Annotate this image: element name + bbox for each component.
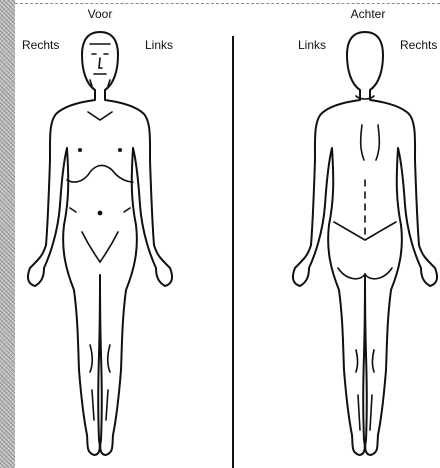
back-shoulder-blades [361,125,380,160]
front-nipple-left [118,148,122,152]
back-body-outline [293,32,437,455]
front-body-outline [28,32,172,455]
back-figure [293,32,437,455]
front-groin-line [82,232,118,262]
front-collarbone [88,112,112,120]
back-neck-line [356,96,374,99]
front-label-rechts: Rechts [22,38,59,52]
front-title: Voor [88,7,113,21]
back-label-rechts: Rechts [400,38,437,52]
front-figure [28,32,172,455]
back-label-links: Links [298,38,326,52]
front-navel [98,211,103,216]
front-nose [99,58,102,68]
front-shins [92,390,108,420]
front-ribcage-line [67,165,133,182]
back-calves [358,395,372,430]
back-title: Achter [351,7,386,21]
front-nipple-right [78,148,82,152]
front-label-links: Links [145,38,173,52]
